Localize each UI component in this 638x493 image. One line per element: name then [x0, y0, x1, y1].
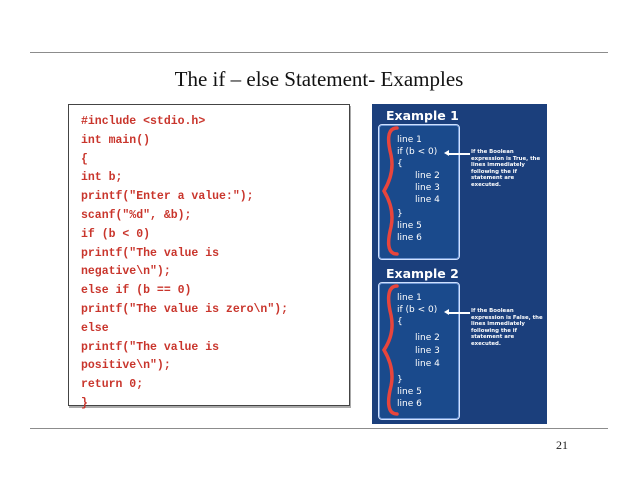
code-line: printf("The value is	[81, 246, 220, 260]
code-line: #include <stdio.h>	[81, 115, 206, 128]
code-line: int b;	[81, 171, 123, 185]
top-divider	[30, 52, 608, 53]
example-1-line: line 1	[397, 135, 422, 145]
example-2-line: {	[397, 317, 403, 327]
example-1-arrow-icon	[444, 150, 470, 156]
code-line: negative\n");	[81, 265, 171, 279]
example-1-line: line 5	[397, 221, 422, 231]
example-1-line: line 3	[415, 183, 440, 193]
example-2-title: Example 2	[386, 266, 459, 281]
code-listing: #include <stdio.h> int main() { int b; p…	[81, 113, 288, 414]
example-2-line: line 3	[415, 346, 440, 356]
code-line: }	[81, 396, 88, 410]
example-2-line: }	[397, 375, 403, 385]
bottom-divider	[30, 428, 608, 429]
example-1-note: If the Boolean expression is True, the l…	[471, 149, 541, 188]
code-line: positive\n");	[81, 359, 171, 373]
example-1-line: if (b < 0)	[397, 147, 438, 157]
example-1-line: line 4	[415, 195, 440, 205]
example-1-line: }	[397, 209, 403, 219]
example-2-line: if (b < 0)	[397, 305, 438, 315]
if-else-diagram: Example 1 line 1 if (b < 0) { line 2 lin…	[372, 104, 547, 424]
code-line: printf("The value is	[81, 340, 220, 354]
code-line: {	[81, 152, 88, 166]
example-2-note: If the Boolean expression is False, the …	[471, 308, 543, 347]
code-line: if (b < 0)	[81, 227, 151, 241]
example-1-brace-icon	[381, 126, 399, 256]
code-line: else	[81, 321, 109, 335]
example-1-line: {	[397, 159, 403, 169]
slide-title: The if – else Statement- Examples	[174, 67, 464, 91]
code-line: else if (b == 0)	[81, 284, 192, 298]
example-2-line: line 1	[397, 293, 422, 303]
example-2-line: line 2	[415, 333, 440, 343]
code-line: printf("The value is zero\n");	[81, 302, 289, 316]
example-2-line: line 6	[397, 399, 422, 409]
example-1-box: line 1 if (b < 0) { line 2 line 3 line 4…	[378, 124, 460, 260]
example-2-line: line 4	[415, 359, 440, 369]
example-2-line: line 5	[397, 387, 422, 397]
example-2-box: line 1 if (b < 0) { line 2 line 3 line 4…	[378, 282, 460, 420]
code-line: int main()	[81, 133, 151, 147]
example-1-line: line 2	[415, 171, 440, 181]
example-1-line: line 6	[397, 233, 422, 243]
example-2-brace-icon	[381, 284, 399, 416]
code-line: scanf("%d", &b);	[81, 208, 192, 222]
page-number: 21	[556, 438, 568, 452]
code-listing-box: #include <stdio.h> int main() { int b; p…	[68, 104, 350, 410]
example-1-title: Example 1	[386, 108, 459, 123]
code-line: printf("Enter a value:");	[81, 190, 254, 204]
code-line: return 0;	[81, 378, 144, 392]
example-2-arrow-icon	[444, 309, 470, 315]
